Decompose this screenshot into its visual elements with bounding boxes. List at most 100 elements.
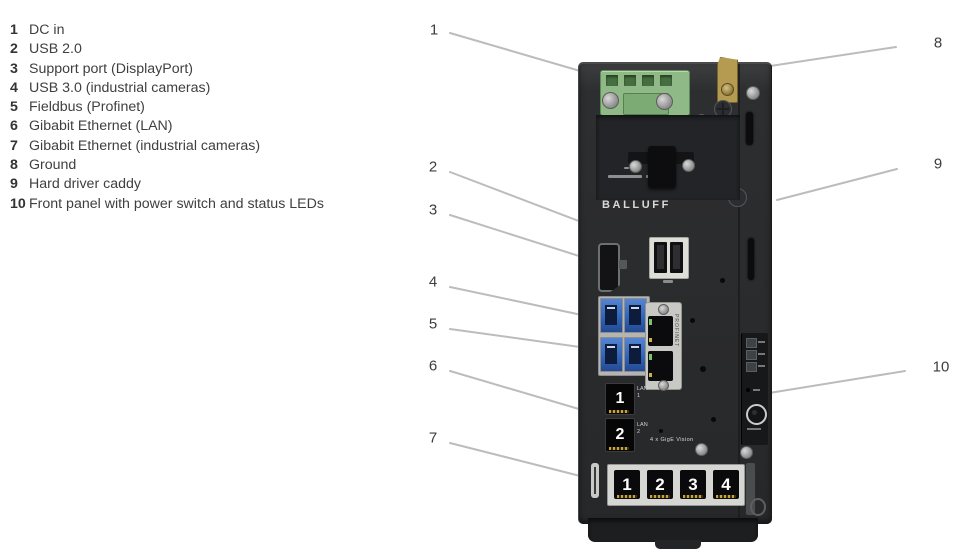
- usb3-slot: [605, 305, 617, 325]
- activity-led: [649, 373, 652, 377]
- terminal-clamp: [606, 75, 618, 86]
- panel-mark: [624, 167, 629, 169]
- legend-label: Gibabit Ethernet (LAN): [29, 118, 173, 135]
- legend-num: 7: [10, 137, 18, 154]
- ground-lug-screw: [721, 83, 734, 96]
- vent-hole: [711, 417, 716, 422]
- lan-port-2: 2: [605, 418, 635, 452]
- status-led-1: [746, 338, 757, 348]
- legend-label: Gibabit Ethernet (industrial cameras): [29, 137, 261, 154]
- link-led: [649, 354, 652, 360]
- panel-screw: [740, 446, 753, 459]
- leader-line-10: [762, 370, 906, 395]
- legend-label: DC in: [29, 22, 65, 38]
- balluff-logo: BALLUFF: [602, 199, 671, 211]
- link-led: [649, 319, 652, 325]
- usb3-port: [624, 298, 647, 333]
- profinet-screw-bottom: [658, 380, 669, 391]
- legend-num: 5: [10, 99, 18, 116]
- status-led-3: [746, 362, 757, 372]
- vent-hole: [659, 429, 663, 433]
- legend-label: Fieldbus (Profinet): [29, 99, 145, 116]
- side-slot-groove: [594, 467, 596, 494]
- terminal-clamp: [642, 75, 654, 86]
- gige-port-strip: 1 2 3 4: [607, 464, 745, 506]
- callout-10: 10: [932, 358, 950, 376]
- callout-9: 9: [933, 155, 943, 173]
- legend-label: USB 2.0: [29, 41, 82, 58]
- displayport-icon: [619, 260, 627, 269]
- usb2-port: [654, 242, 667, 273]
- usb-icon: [663, 280, 673, 283]
- gige-port-2: 2: [647, 470, 673, 499]
- bracket-screw-right: [682, 159, 695, 172]
- legend-num: 4: [10, 79, 18, 96]
- activity-led: [649, 338, 652, 342]
- profinet-screw-top: [658, 304, 669, 315]
- caddy-slot-lower: [748, 238, 754, 280]
- usb3-port: [600, 298, 623, 333]
- power-button-center: [752, 410, 757, 415]
- usb3-pins: [607, 307, 615, 309]
- legend-num: 10: [10, 195, 26, 212]
- legend-label: USB 3.0 (industrial cameras): [29, 79, 211, 96]
- rj45-contacts: [683, 495, 703, 498]
- legend-label: Ground: [29, 157, 77, 174]
- gige-port-4: 4: [713, 470, 739, 499]
- vent-hole: [700, 366, 706, 372]
- legend-item-8: 8 Ground: [10, 156, 324, 175]
- status-led-2: [746, 350, 757, 360]
- legend-label: Front panel with power switch and status…: [29, 195, 324, 212]
- legend-num: 9: [10, 176, 18, 193]
- displayport: [598, 243, 620, 292]
- lan-port-number: 1: [615, 390, 625, 407]
- lan-port-number: 2: [615, 426, 625, 443]
- usb3-slot: [629, 305, 641, 325]
- legend-num: 1: [10, 22, 18, 38]
- terminal-screw-left: [602, 92, 619, 109]
- gige-port-3: 3: [680, 470, 706, 499]
- legend-label: Hard driver caddy: [29, 176, 141, 193]
- status-led-label: [758, 341, 765, 343]
- terminal-screw-right: [656, 93, 673, 110]
- bracket-screw-left: [629, 160, 642, 173]
- retention-latch-hook: [750, 498, 766, 516]
- profinet-port-1: [648, 316, 673, 346]
- vent-hole: [720, 278, 725, 283]
- cross-screw: [714, 100, 732, 118]
- case-seam: [738, 64, 740, 520]
- usb2-ports: [649, 237, 689, 279]
- device-foot: [588, 518, 758, 542]
- legend-item-9: 9 Hard driver caddy: [10, 175, 324, 194]
- usb3-port: [600, 337, 623, 372]
- rj45-contacts: [609, 447, 629, 450]
- rj45-contacts: [609, 410, 629, 413]
- gige-port-1: 1: [614, 470, 640, 499]
- profinet-label: PROFINET: [673, 314, 679, 348]
- ground-lug: [717, 57, 738, 103]
- retention-latch: [745, 462, 756, 516]
- panel-caption: [747, 428, 761, 430]
- callout-1: 1: [429, 21, 439, 39]
- status-led-label: [758, 353, 765, 355]
- terminal-clamp: [660, 75, 672, 86]
- legend-item-1: 1 DC in: [10, 21, 324, 40]
- power-button: [746, 404, 767, 425]
- reset-pinhole: [746, 388, 750, 392]
- legend-num: 8: [10, 157, 18, 174]
- callout-5: 5: [428, 315, 438, 333]
- usb-tongue: [657, 245, 664, 269]
- mounting-bracket: [648, 146, 676, 188]
- callout-8: 8: [933, 34, 943, 52]
- usb3-pins: [631, 346, 639, 348]
- usb2-port: [670, 242, 683, 273]
- legend-num: 2: [10, 41, 18, 58]
- profinet-port-2: [648, 351, 673, 381]
- panel-screw: [695, 443, 708, 456]
- panel-fine-print: [608, 175, 642, 178]
- switch-label: [753, 389, 760, 391]
- legend-num: 3: [10, 60, 18, 77]
